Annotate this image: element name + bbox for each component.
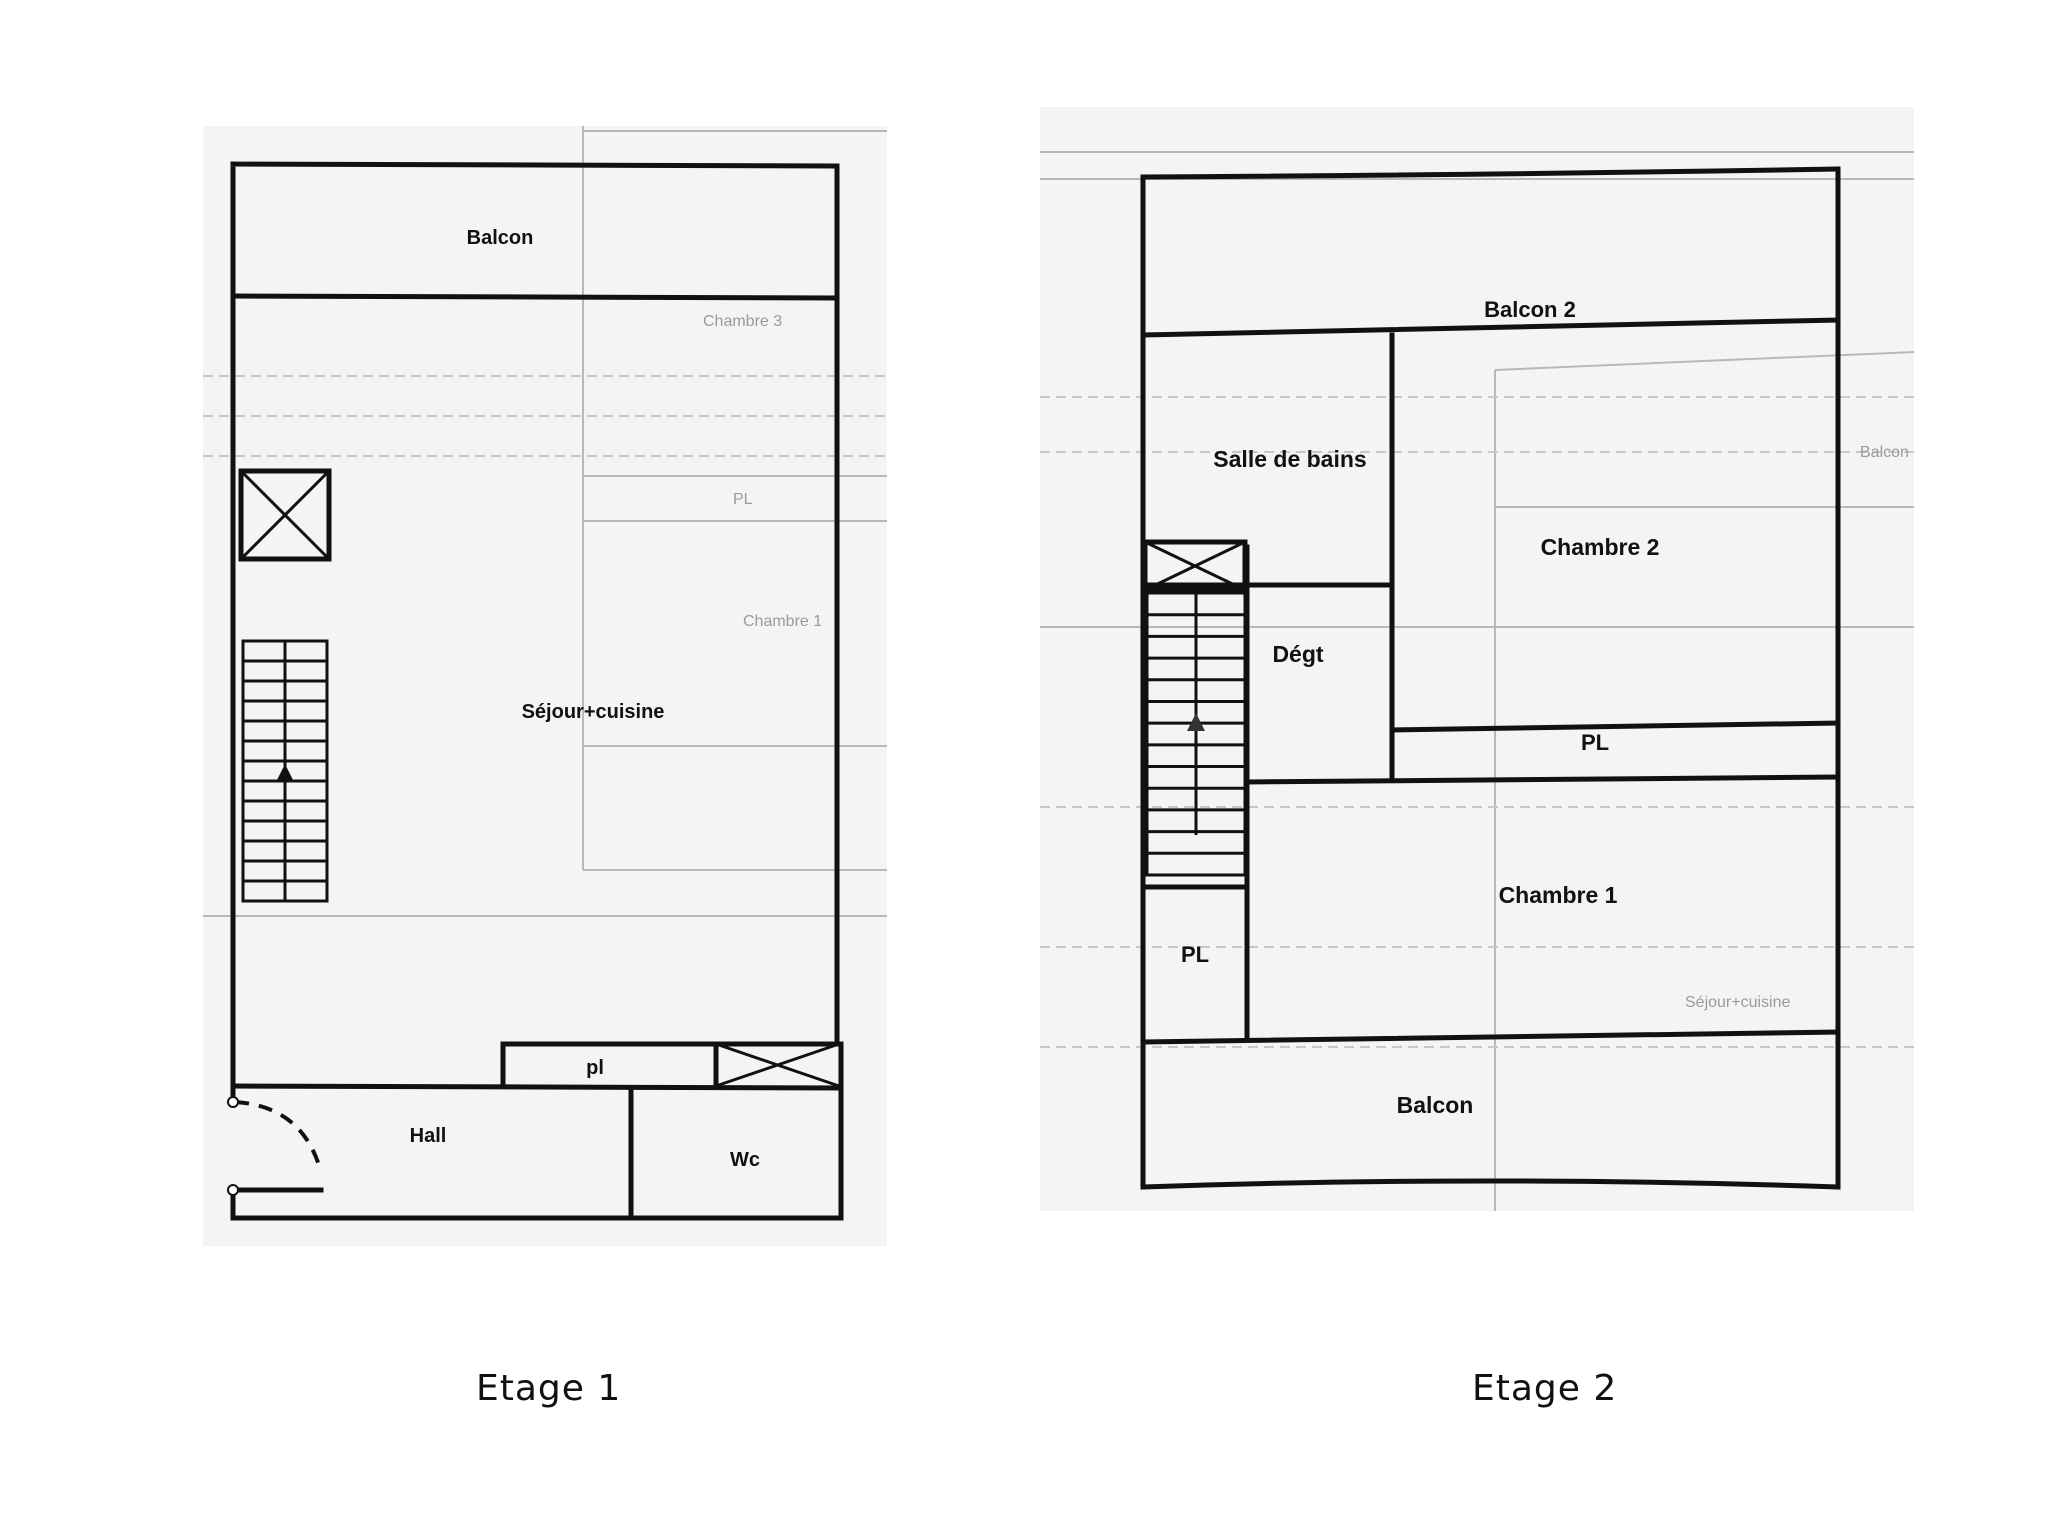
room-label-chambre-1: Chambre 1 — [1499, 882, 1618, 908]
ghost-label-pl: PL — [733, 491, 753, 508]
room-label-sejour-cuisine: Séjour+cuisine — [522, 701, 665, 723]
room-label-wc: Wc — [730, 1149, 760, 1171]
floor-caption-etage-2: Etage 2 — [1472, 1368, 1618, 1409]
duct-box-cross — [239, 469, 331, 561]
duct-box — [1142, 539, 1248, 593]
door-hinge-icon — [227, 1096, 239, 1108]
entrance-door — [227, 1096, 324, 1196]
ghost-lines — [203, 126, 887, 917]
room-label-pl-lower: PL — [1181, 942, 1209, 967]
stair-arrow-icon — [277, 764, 293, 780]
ghost-label-sejour-cuisine: Séjour+cuisine — [1685, 994, 1791, 1011]
ghost-label-chambre-1: Chambre 1 — [743, 613, 822, 630]
room-label-degt: Dégt — [1272, 641, 1323, 667]
duct-box-cross — [715, 1042, 840, 1088]
balcon-wall — [1140, 1029, 1841, 1045]
duct-box-lower — [715, 1042, 840, 1088]
balcon-wall — [230, 293, 840, 301]
balcon-2-wall — [1140, 317, 1841, 338]
room-label-pl: pl — [586, 1057, 604, 1079]
duct-box-frame — [1142, 539, 1248, 593]
outer-bottom-wall — [1140, 1178, 1841, 1190]
ghost-wall-line — [1494, 351, 1914, 371]
room-label-balcon: Balcon — [1397, 1092, 1474, 1118]
duct-box-frame — [238, 468, 332, 562]
room-label-balcon-2: Balcon 2 — [1484, 297, 1576, 322]
floor-plan-1-drawing: Chambre 3 PL Chambre 1 — [203, 126, 887, 1221]
staircase — [241, 639, 329, 903]
walls — [1140, 166, 1841, 1190]
outer-top-wall — [1140, 166, 1841, 180]
door-hinge-icon — [227, 1184, 239, 1196]
door-swing-arc-icon — [234, 1100, 323, 1173]
stair-arrow-icon — [1187, 713, 1205, 731]
floor-caption-etage-1: Etage 1 — [476, 1368, 622, 1409]
hall-top-wall — [230, 1083, 844, 1091]
room-label-pl-upper: PL — [1581, 730, 1609, 755]
room-label-salle-de-bains: Salle de bains — [1213, 446, 1366, 472]
duct-box-upper — [238, 468, 332, 562]
pl-top-wall — [1389, 720, 1841, 733]
ghost-label-chambre-3: Chambre 3 — [703, 313, 782, 330]
room-label-hall: Hall — [410, 1125, 447, 1147]
room-label-chambre-2: Chambre 2 — [1541, 534, 1660, 560]
staircase-steps — [1147, 613, 1245, 855]
staircase — [1145, 591, 1247, 877]
outer-wall — [230, 161, 840, 1099]
ghost-label-balcon: Balcon — [1860, 444, 1909, 461]
ghost-lines — [1040, 151, 1914, 1211]
walls — [230, 161, 844, 1221]
room-label-balcon: Balcon — [467, 227, 534, 249]
staircase-steps — [243, 659, 327, 883]
duct-box-cross — [1144, 540, 1246, 592]
chambre-1-top-wall — [1244, 774, 1841, 785]
floor-plan-2-drawing: Balcon Séjour+cuisine — [1040, 151, 1914, 1211]
floor-plan-etage-1: Chambre 3 PL Chambre 1 — [203, 126, 887, 1246]
floor-plan-etage-2: Balcon Séjour+cuisine — [1040, 107, 1914, 1211]
